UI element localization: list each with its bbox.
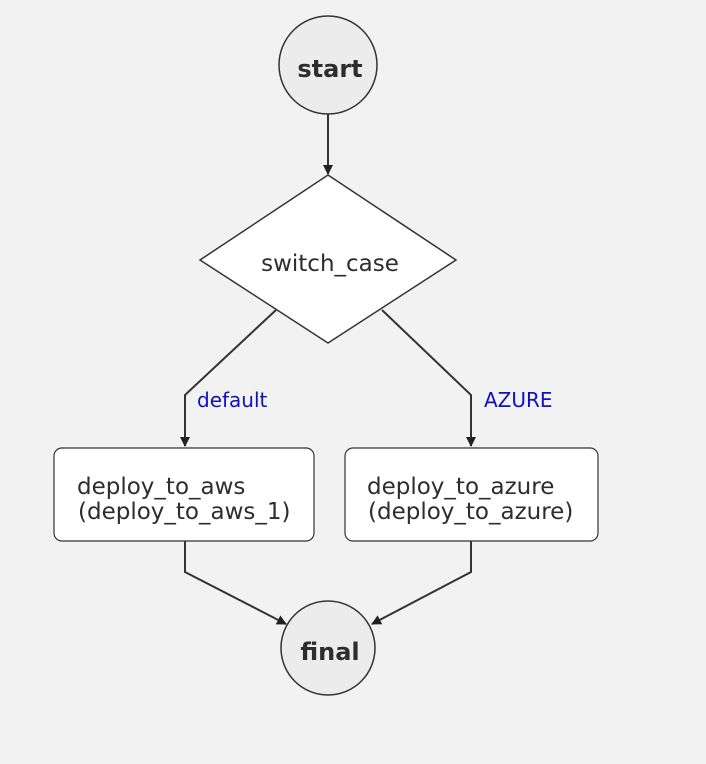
edge-switch-to-azure — [381, 309, 476, 447]
edge-azure-to-final — [371, 541, 472, 625]
node-switch-case[interactable]: switch_case — [198, 174, 458, 344]
node-start-label: start — [297, 55, 362, 83]
node-final[interactable]: final — [280, 600, 376, 696]
node-final-label: final — [300, 638, 359, 666]
start-circle — [278, 15, 378, 115]
edges — [180, 114, 476, 625]
node-deploy-to-azure-line1: deploy_to_azure — [367, 474, 554, 500]
node-switch-case-label: switch_case — [261, 251, 399, 277]
node-deploy-to-azure-line2: (deploy_to_azure) — [368, 499, 573, 525]
edge-aws-to-final — [184, 541, 287, 625]
node-deploy-to-aws-line1: deploy_to_aws — [77, 474, 245, 500]
edge-label-default: default — [197, 388, 268, 412]
decision-diamond — [198, 174, 458, 344]
node-deploy-to-aws[interactable]: deploy_to_aws (deploy_to_aws_1) — [53, 447, 315, 542]
edge-switch-to-aws — [180, 309, 277, 447]
edge-label-azure: AZURE — [484, 388, 553, 412]
node-deploy-to-aws-line2: (deploy_to_aws_1) — [78, 499, 290, 525]
aws-box — [53, 447, 315, 542]
node-deploy-to-azure[interactable]: deploy_to_azure (deploy_to_azure) — [344, 447, 599, 542]
node-start[interactable]: start — [278, 15, 378, 115]
azure-box — [344, 447, 599, 542]
final-circle — [280, 600, 376, 696]
